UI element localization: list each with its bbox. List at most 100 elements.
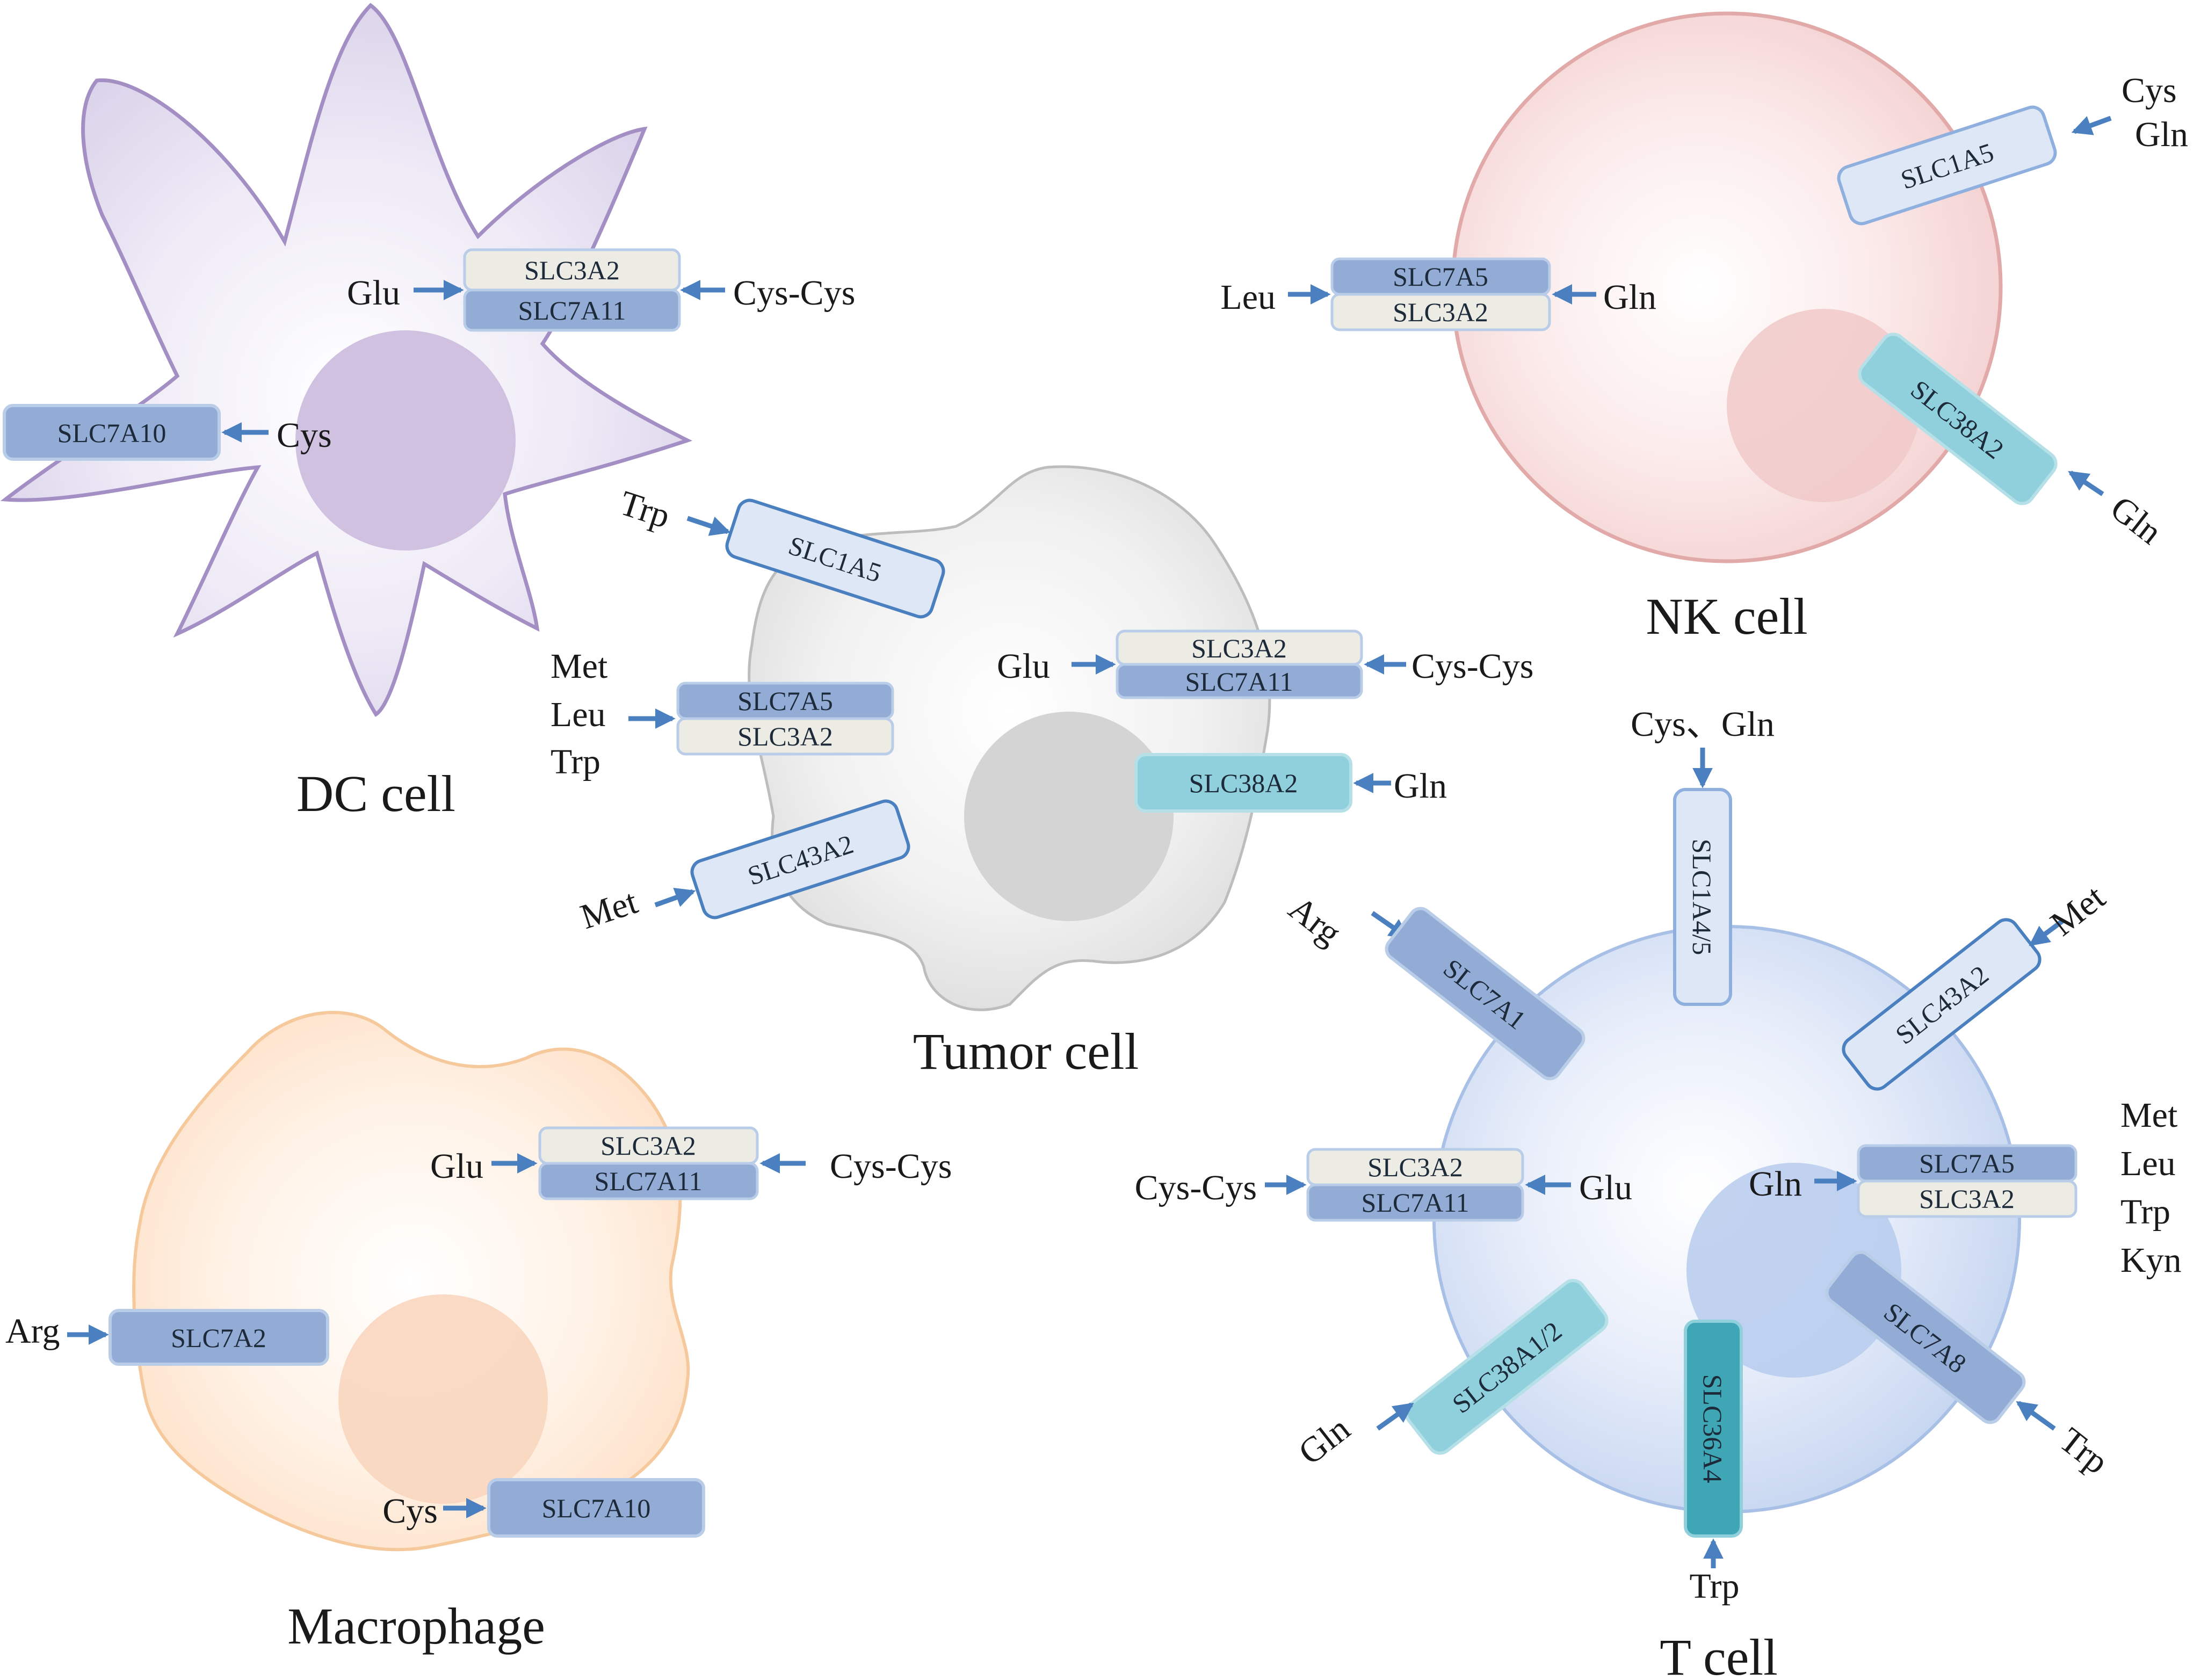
t-met-label: Met: [2043, 878, 2112, 944]
t-trp-label-1: Trp: [2120, 1192, 2170, 1232]
t-slc1a45-box: [1673, 788, 1732, 1006]
dc-glu-label: Glu: [347, 273, 400, 313]
dc-cyscys-label: Cys-Cys: [733, 273, 855, 313]
tumor-slc7a11: [1116, 663, 1363, 699]
t-slc36a4: SLC36A4: [1684, 1320, 1743, 1538]
t-gln-label-1: Gln: [1749, 1164, 1802, 1204]
macrophage-cell: [132, 1011, 690, 1552]
nk-cys-label: Cys: [2122, 71, 2177, 110]
macrophage-slc7a11: [538, 1162, 759, 1200]
macrophage-slc7a11-label: SLC7A11: [595, 1166, 703, 1196]
nk-cell-title: NK cell: [1646, 588, 1807, 645]
tumor-trp-label-2: Trp: [551, 742, 600, 781]
t-gln-label-2: Gln: [1291, 1409, 1357, 1472]
t-cell-title: T cell: [1660, 1628, 1777, 1680]
dc-slc3a2-label: SLC3A2: [524, 255, 620, 285]
dc-nucleus: [295, 330, 516, 551]
tumor-slc7a11-label: SLC7A11: [1185, 667, 1293, 697]
tumor-slc3a2: [676, 717, 894, 756]
dc-cys-label: Cys: [277, 416, 332, 455]
t-slc7a11-label: SLC7A11: [1362, 1187, 1469, 1218]
tumor-slc43a2-box: [690, 799, 910, 919]
tumor-leu-label: Leu: [551, 695, 606, 734]
macrophage-slc3a2-slc7a11-pair: SLC3A2 SLC7A11: [538, 1126, 759, 1200]
nk-slc7a5-slc3a2-pair: SLC7A5 SLC3A2: [1330, 257, 1551, 331]
tumor-cell-title: Tumor cell: [913, 1023, 1139, 1080]
macrophage-arg-label: Arg: [5, 1312, 60, 1351]
t-slc7a5-label: SLC7A5: [1919, 1148, 2015, 1178]
t-slc1a45: SLC1A4/5: [1673, 788, 1732, 1006]
macrophage-cyscys-label: Cys-Cys: [830, 1147, 952, 1186]
macrophage-cys-label: Cys: [382, 1491, 438, 1531]
tumor-slc1a5-box: [725, 498, 945, 619]
t-slc38a12-box: [1405, 1279, 1609, 1455]
t-slc3a2-b: [1857, 1179, 2077, 1218]
t-trp-arrow-3: [2016, 1401, 2056, 1431]
t-leu-label: Leu: [2120, 1144, 2176, 1183]
tumor-slc38a2-label: SLC38A2: [1189, 768, 1298, 798]
nk-slc38a2-box: [1858, 332, 2058, 505]
dc-slc7a11-label: SLC7A11: [518, 295, 626, 325]
t-slc7a8-box: [1825, 1250, 2026, 1424]
nk-slc1a5: SLC1A5: [1837, 105, 2057, 226]
t-slc43a2-box: [1842, 918, 2042, 1091]
macrophage-glu-label: Glu: [430, 1147, 483, 1186]
t-kyn-label: Kyn: [2120, 1241, 2182, 1280]
macrophage-slc7a2: [108, 1309, 329, 1366]
nk-gln-arrow-3: [2068, 470, 2104, 496]
macrophage-slc3a2-label: SLC3A2: [600, 1131, 696, 1161]
tumor-met-label-1: Met: [551, 647, 607, 686]
nk-slc1a5-box: [1837, 105, 2057, 226]
nk-gln-label-1: Gln: [2135, 115, 2188, 154]
tumor-nucleus: [964, 712, 1174, 921]
tumor-cyscys-label: Cys-Cys: [1411, 647, 1533, 686]
dc-slc7a11: [463, 288, 681, 332]
t-slc3a2-label: SLC3A2: [1367, 1152, 1463, 1182]
t-slc1a45-label: SLC1A4/5: [1687, 839, 1717, 955]
tumor-slc3a2-b-label: SLC3A2: [1191, 633, 1287, 663]
tumor-slc3a2-slc7a11-pair: SLC3A2 SLC7A11: [1116, 629, 1363, 699]
t-cyscys-label: Cys-Cys: [1135, 1168, 1257, 1207]
nk-slc3a2: [1330, 293, 1551, 331]
t-cysgln-label: Cys、Gln: [1631, 705, 1775, 744]
tumor-slc7a5-slc3a2-pair: SLC7A5 SLC3A2: [676, 682, 894, 756]
t-gln-arrow-2: [1376, 1402, 1414, 1431]
t-trp-label-3: Trp: [2052, 1420, 2116, 1482]
t-glu-label: Glu: [1579, 1168, 1632, 1207]
macrophage-title: Macrophage: [287, 1597, 545, 1655]
tumor-slc1a5: SLC1A5: [725, 498, 945, 619]
nk-slc3a2-label: SLC3A2: [1393, 297, 1488, 327]
dc-slc7a10-label: SLC7A10: [57, 418, 166, 448]
nk-cysgln-arrow: [2071, 115, 2112, 135]
tumor-gln-label: Gln: [1394, 766, 1447, 806]
nk-gln-label-3: Gln: [2103, 488, 2169, 552]
tumor-met-label-2: Met: [576, 882, 642, 937]
macrophage-slc7a10: [487, 1478, 705, 1538]
nk-gln-label-2: Gln: [1603, 278, 1656, 317]
t-slc7a1-box: [1385, 907, 1586, 1081]
tumor-met-arrow-2: [654, 888, 696, 908]
t-met-label-2: Met: [2120, 1096, 2177, 1135]
nk-leu-label: Leu: [1220, 278, 1276, 317]
tumor-slc3a2-label: SLC3A2: [737, 721, 833, 751]
t-met-arrow: [2029, 919, 2064, 946]
dc-cell: [0, 3, 693, 717]
t-slc3a2-slc7a11-pair: SLC3A2 SLC7A11: [1306, 1148, 1524, 1222]
t-trp-label-2: Trp: [1690, 1567, 1740, 1606]
t-arg-label: Arg: [1282, 888, 1349, 953]
t-slc36a4-box: [1684, 1320, 1743, 1538]
tumor-trp-arrow-1: [686, 516, 731, 536]
macrophage-nucleus: [338, 1294, 548, 1504]
t-slc36a4-label: SLC36A4: [1698, 1374, 1728, 1483]
t-slc7a5-slc3a2-pair: SLC7A5 SLC3A2: [1857, 1144, 2077, 1218]
dc-slc7a10: [3, 404, 221, 461]
t-slc7a11: [1306, 1183, 1524, 1222]
dc-slc3a2-slc7a11-pair: SLC3A2 SLC7A11: [463, 248, 681, 332]
macrophage-slc7a10-label: SLC7A10: [542, 1493, 651, 1523]
nk-slc7a5-label: SLC7A5: [1393, 262, 1488, 292]
dc-cell-title: DC cell: [296, 765, 455, 822]
t-slc3a2-b-label: SLC3A2: [1919, 1184, 2015, 1214]
tumor-slc7a5-label: SLC7A5: [737, 686, 833, 716]
tumor-trp-label-1: Trp: [615, 483, 675, 536]
